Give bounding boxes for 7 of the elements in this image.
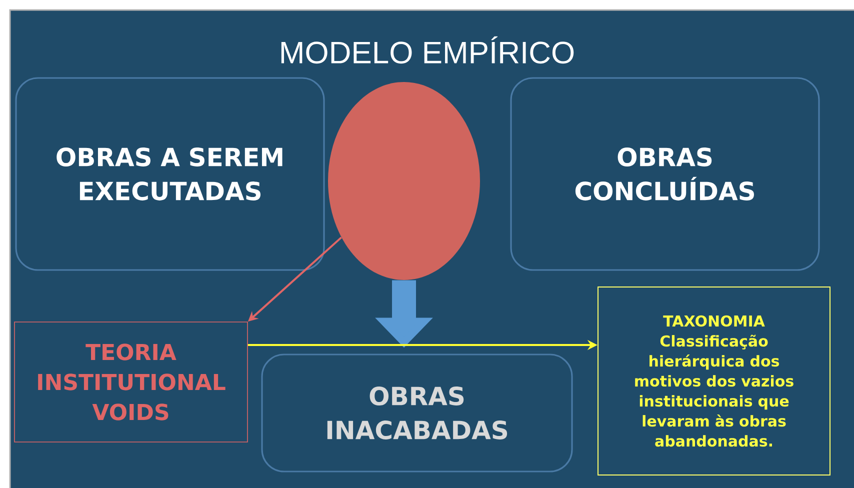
rounded-box: OBRAS A SEREM EXECUTADAS [15,77,325,271]
rounded-box: OBRAS CONCLUÍDAS [510,77,820,271]
ellipse [328,82,480,280]
title: MODELO EMPÍRICO [281,36,574,64]
text-box: TEORIA INSTITUTIONAL VOIDS [14,322,248,442]
rounded-box: OBRAS INACABADAS [261,354,573,472]
text-box: TAXONOMIA Classificação hierárquica dos motivos dos vazios institucionais que levaram às obras abandonadas. [598,286,830,476]
